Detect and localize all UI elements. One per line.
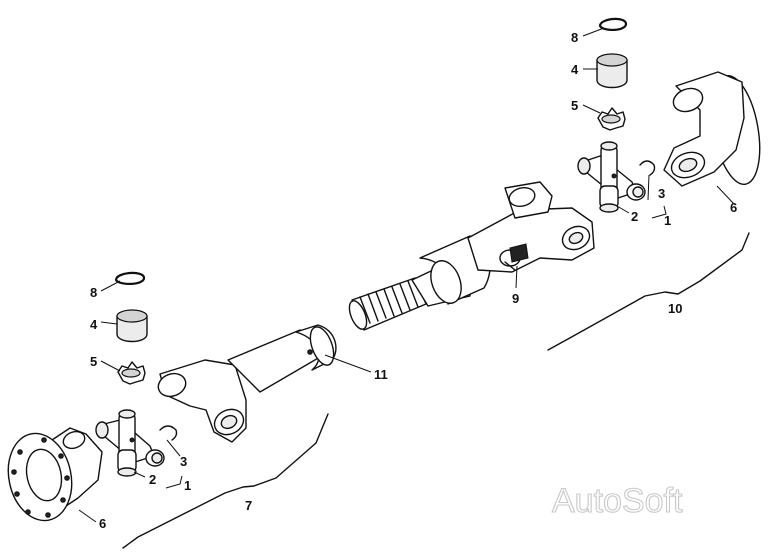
callout-2-top: 2 [631,209,638,224]
bearing-cap-top [596,53,628,89]
callout-3-top: 3 [658,186,665,201]
flange-yoke-left [7,427,103,522]
callout-8-left: 8 [90,285,97,300]
lock-clip-right [639,160,656,176]
flange-yoke-right [663,71,761,187]
callout-8-top: 8 [571,30,578,45]
callout-3-left: 3 [180,454,187,469]
snap-ring-top [598,17,628,31]
callout-7: 7 [245,498,252,513]
bracket-7 [122,413,329,549]
seal-ring-left [117,361,146,385]
slip-yoke-right [467,181,595,273]
callout-5-top: 5 [571,98,578,113]
callout-1-top: 1 [664,213,671,228]
leader-lines [78,27,735,523]
callout-5-left: 5 [90,354,97,369]
bearing-cap-left [116,309,148,343]
tube-yoke-left [157,359,247,443]
seal-ring-top [597,107,626,131]
callout-6-left: 6 [99,516,106,531]
callout-11: 11 [374,367,388,382]
callout-9: 9 [512,291,519,306]
watermark: AutoSoft [552,482,683,520]
callout-1-left: 1 [184,478,191,493]
splined-shaft [348,235,491,331]
callout-2-left: 2 [149,472,156,487]
callout-4-left: 4 [90,317,98,332]
bracket-10 [547,232,750,351]
universal-joint-cross-left [95,409,165,477]
callout-4-top: 4 [571,62,579,77]
callout-6-top: 6 [730,200,737,215]
driveshaft-tube [227,324,337,393]
lock-clip-left [159,425,178,441]
snap-ring-left [114,271,146,285]
callout-10: 10 [668,301,682,316]
universal-joint-cross-right [577,141,646,213]
